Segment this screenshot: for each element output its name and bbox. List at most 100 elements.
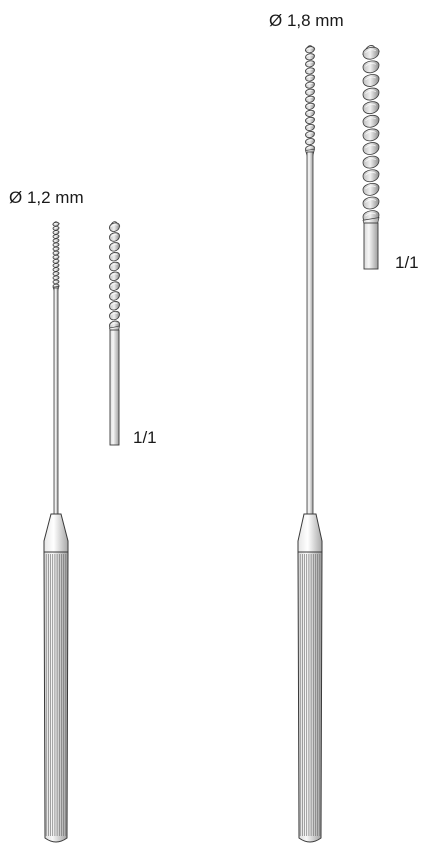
flute-segment — [305, 124, 315, 131]
flute-segment — [305, 81, 315, 89]
flute-highlight — [110, 312, 118, 316]
flute-highlight — [365, 185, 376, 190]
flute-segment — [362, 155, 380, 169]
flute-highlight — [365, 131, 376, 135]
flute-highlight — [53, 276, 58, 279]
flute-segment — [109, 301, 120, 311]
flute-segment — [305, 46, 315, 54]
flute-segment — [109, 251, 120, 262]
flute-segment — [362, 87, 380, 101]
flute-highlight — [365, 49, 376, 54]
flute-highlight — [53, 251, 58, 254]
detail-2-shaft — [363, 222, 379, 270]
flute-segment — [362, 60, 380, 74]
flute-highlight — [306, 132, 313, 135]
detail-1-shaft — [109, 329, 120, 446]
flute-highlight — [306, 104, 313, 107]
flute-segment — [109, 281, 120, 291]
flute-highlight — [110, 283, 118, 287]
flute-segment — [305, 67, 315, 75]
flute-highlight — [306, 54, 313, 57]
flute-highlight — [53, 259, 58, 262]
flute-segment — [305, 116, 315, 124]
flute-highlight — [53, 255, 58, 258]
detail-1-fluted-tip — [108, 221, 121, 337]
flute-segment — [305, 74, 315, 82]
flute-segment — [305, 53, 315, 61]
drill-1-fluted-tip — [52, 221, 60, 291]
flute-highlight — [306, 118, 313, 121]
detail-2-fluted-tip — [362, 45, 380, 232]
flute-highlight — [110, 234, 118, 238]
flute-highlight — [53, 226, 58, 229]
diameter-label-2: Ø 1,8 mm — [269, 11, 344, 30]
flute-highlight — [306, 82, 313, 86]
drill-1-shaft — [53, 287, 59, 515]
flute-segment — [362, 46, 380, 60]
flute-segment — [362, 101, 380, 114]
flute-highlight — [365, 103, 376, 108]
flute-highlight — [365, 62, 376, 67]
flute-highlight — [110, 243, 118, 247]
flute-highlight — [306, 111, 313, 114]
flute-highlight — [110, 224, 118, 228]
flute-segment — [109, 291, 120, 301]
flute-segment — [109, 242, 120, 252]
flute-highlight — [53, 243, 58, 246]
flute-highlight — [110, 273, 118, 277]
handle-1-grip — [43, 551, 69, 843]
handle-2-cone — [297, 513, 323, 553]
flute-highlight — [53, 268, 58, 270]
flute-highlight — [365, 158, 376, 163]
flute-segment — [305, 131, 315, 139]
flute-highlight — [110, 253, 118, 257]
flute-highlight — [306, 61, 313, 64]
flute-highlight — [53, 263, 58, 266]
drill-2-shaft — [306, 151, 314, 515]
flute-highlight — [53, 284, 58, 287]
flute-segment — [109, 271, 120, 281]
drill-2-fluted-tip — [304, 45, 316, 157]
flute-highlight — [306, 89, 313, 93]
flute-highlight — [365, 212, 376, 217]
flute-segment — [305, 102, 315, 110]
flute-highlight — [365, 90, 376, 94]
flute-highlight — [53, 222, 58, 225]
flute-highlight — [53, 239, 58, 241]
flute-highlight — [365, 144, 376, 149]
flute-highlight — [53, 280, 58, 283]
flute-highlight — [365, 76, 376, 81]
flute-segment — [362, 169, 380, 183]
flute-segment — [109, 222, 120, 232]
flute-highlight — [306, 139, 313, 142]
flute-highlight — [53, 247, 58, 250]
flute-segment — [305, 138, 315, 146]
flute-highlight — [110, 263, 118, 267]
flute-segment — [362, 128, 380, 142]
flute-segment — [305, 88, 315, 96]
flute-highlight — [306, 75, 313, 79]
flute-highlight — [53, 272, 58, 274]
handle-2-grip — [297, 551, 323, 843]
flute-segment — [362, 183, 380, 196]
flute-highlight — [306, 47, 313, 50]
instrument-2: Ø 1,8 mm 1/1 — [269, 11, 419, 843]
flute-highlight — [365, 199, 376, 203]
scale-label-1: 1/1 — [133, 428, 157, 447]
flute-highlight — [110, 322, 118, 326]
flute-highlight — [110, 293, 118, 296]
flute-segment — [109, 232, 120, 242]
flute-segment — [305, 60, 315, 68]
flute-highlight — [306, 68, 313, 72]
flute-highlight — [306, 146, 313, 149]
diameter-label-1: Ø 1,2 mm — [9, 188, 84, 207]
flute-highlight — [365, 171, 376, 176]
flute-segment — [109, 261, 120, 272]
handle-1-cone — [43, 513, 69, 553]
flute-segment — [305, 95, 315, 103]
flute-segment — [362, 74, 380, 87]
flute-highlight — [53, 235, 58, 237]
scale-label-2: 1/1 — [395, 253, 419, 272]
